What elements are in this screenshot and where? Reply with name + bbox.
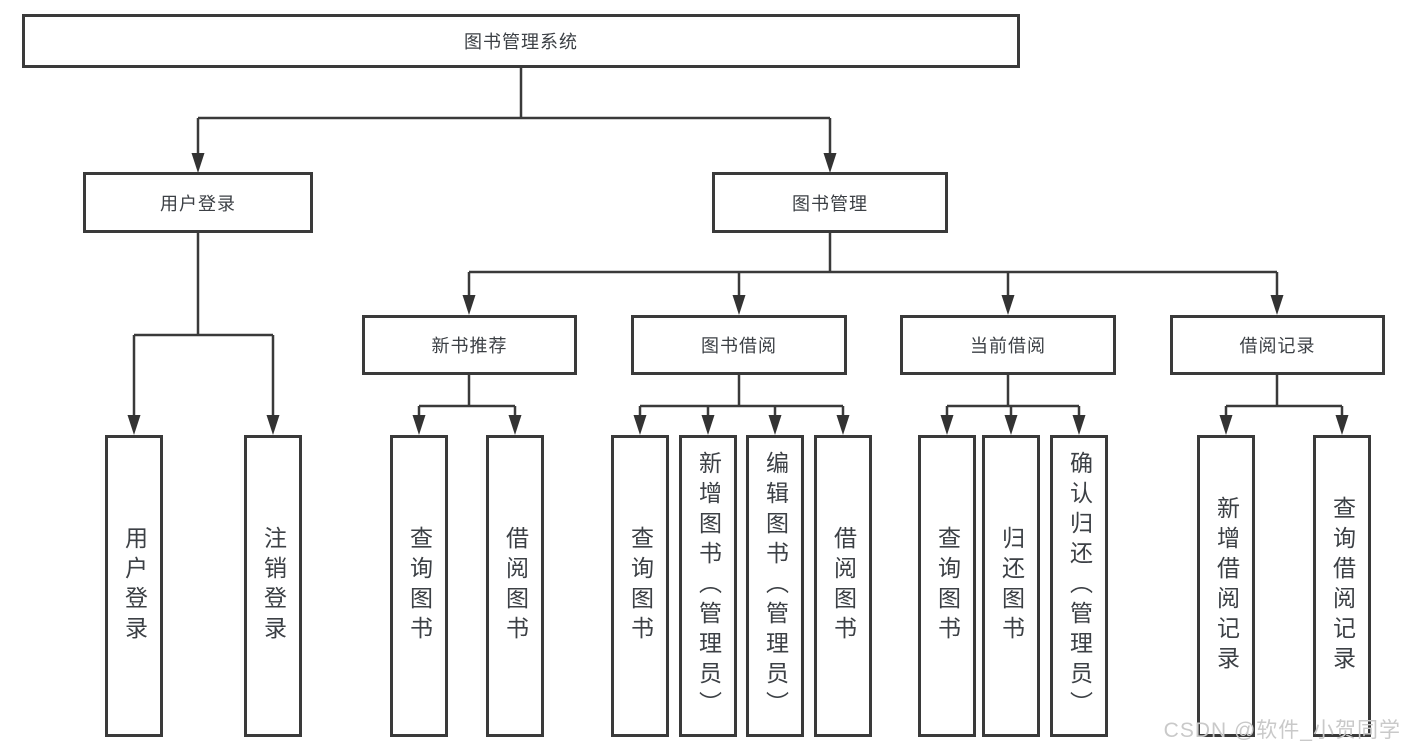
node-book-borrowing: 图书借阅 [631, 315, 847, 375]
leaf-query-borrow-record: 查询借阅记录 [1313, 435, 1371, 737]
leaf-query-borrow-record-label: 查询借阅记录 [1329, 496, 1356, 676]
leaf-add-borrow-record-label: 新增借阅记录 [1213, 496, 1240, 676]
node-user-login: 用户登录 [83, 172, 313, 233]
node-current-borrowing: 当前借阅 [900, 315, 1116, 375]
leaf-edit-books-admin: 编辑图书（管理员） [746, 435, 804, 737]
leaf-borrow-books-1-label: 借阅图书 [502, 526, 529, 646]
leaf-query-books-2: 查询图书 [611, 435, 669, 737]
leaf-logout: 注销登录 [244, 435, 302, 737]
node-root-system: 图书管理系统 [22, 14, 1020, 68]
leaf-query-books-1-label: 查询图书 [406, 526, 433, 646]
leaf-user-login-label: 用户登录 [121, 526, 148, 646]
leaf-logout-label: 注销登录 [260, 526, 287, 646]
leaf-query-books-1: 查询图书 [390, 435, 448, 737]
csdn-watermark: CSDN @软件_小贺同学 [1163, 719, 1401, 742]
leaf-query-books-3-label: 查询图书 [934, 526, 961, 646]
node-borrow-records: 借阅记录 [1170, 315, 1385, 375]
leaf-return-books: 归还图书 [982, 435, 1040, 737]
leaf-borrow-books-2: 借阅图书 [814, 435, 872, 737]
leaf-add-books-admin: 新增图书（管理员） [679, 435, 737, 737]
leaf-add-books-admin-label: 新增图书（管理员） [695, 451, 722, 721]
leaf-return-books-label: 归还图书 [998, 526, 1025, 646]
leaf-confirm-return-admin: 确认归还（管理员） [1050, 435, 1108, 737]
leaf-query-books-3: 查询图书 [918, 435, 976, 737]
node-book-management: 图书管理 [712, 172, 948, 233]
leaf-add-borrow-record: 新增借阅记录 [1197, 435, 1255, 737]
leaf-borrow-books-2-label: 借阅图书 [830, 526, 857, 646]
leaf-borrow-books-1: 借阅图书 [486, 435, 544, 737]
leaf-query-books-2-label: 查询图书 [627, 526, 654, 646]
arrowheads [127, 153, 1349, 435]
leaf-edit-books-admin-label: 编辑图书（管理员） [762, 451, 789, 721]
leaf-user-login: 用户登录 [105, 435, 163, 737]
leaf-confirm-return-admin-label: 确认归还（管理员） [1066, 451, 1093, 721]
node-new-book-recommend: 新书推荐 [362, 315, 577, 375]
